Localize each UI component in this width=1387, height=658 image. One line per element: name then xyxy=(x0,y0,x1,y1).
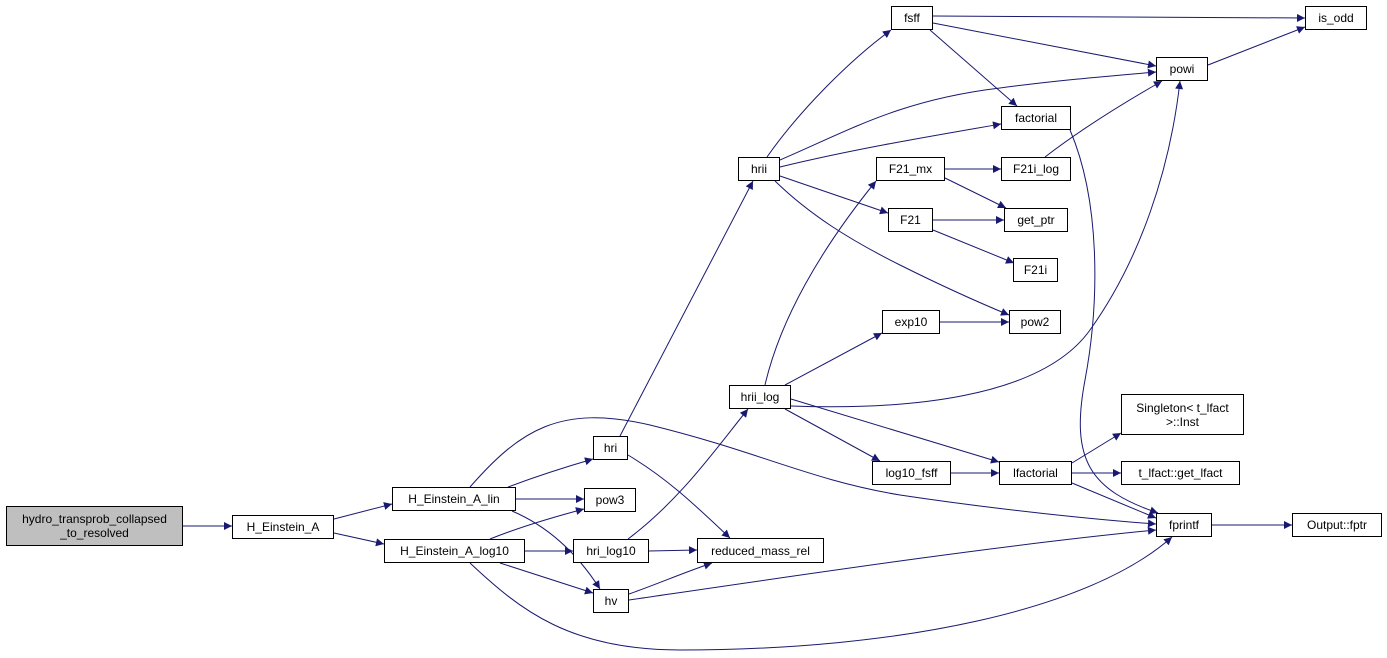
node-label: reduced_mass_rel xyxy=(711,543,810,558)
edge-factorial-to-fprintf xyxy=(1069,129,1159,515)
edge-powi-to-is-odd xyxy=(1207,26,1306,66)
edge-lin-to-hri xyxy=(507,457,594,488)
node-hri-log10[interactable]: hri_log10 xyxy=(573,539,649,563)
node-hydro-transprob-collapsed-to-resolved: hydro_transprob_collapsed _to_resolved xyxy=(6,506,183,546)
node-label: hri xyxy=(603,441,618,455)
node-f21-mx[interactable]: F21_mx xyxy=(876,157,945,181)
node-label: F21 xyxy=(900,213,921,227)
edge-hrii-to-pow2 xyxy=(774,180,1010,316)
edge-hri-to-reduced-mass xyxy=(627,454,731,539)
edge-hrii-log-to-log10-fsff xyxy=(784,408,881,462)
edge-hrii-log-to-powi xyxy=(790,80,1184,408)
node-h-einstein-a-lin[interactable]: H_Einstein_A_lin xyxy=(392,487,516,511)
edge-hrii-to-fsff xyxy=(766,29,892,158)
edge-f21-mx-to-get-ptr xyxy=(944,177,1007,209)
edge-hrii-log-to-f21-mx xyxy=(764,180,877,386)
node-label: H_Einstein_A_log10 xyxy=(400,544,509,558)
edge-hv-to-fprintf xyxy=(628,526,1157,601)
node-lfactorial[interactable]: lfactorial xyxy=(999,461,1072,485)
node-get-ptr[interactable]: get_ptr xyxy=(1004,208,1068,232)
node-label: hydro_transprob_collapsed _to_resolved xyxy=(22,512,167,540)
node-label: exp10 xyxy=(894,315,928,329)
node-singleton-t-lfact-inst[interactable]: Singleton< t_lfact >::Inst xyxy=(1121,394,1244,435)
edge-lfactorial-to-singleton xyxy=(1071,432,1122,464)
node-pow2[interactable]: pow2 xyxy=(1009,310,1061,334)
node-output-fptr[interactable]: Output::fptr xyxy=(1292,513,1382,537)
edge-lfactorial-to-fprintf xyxy=(1071,482,1157,519)
edge-fsff-to-factorial xyxy=(929,29,1018,107)
edge-h-einstein-a-to-lin xyxy=(333,502,393,520)
edge-hrii-to-f21 xyxy=(779,175,889,215)
node-label: get_ptr xyxy=(1017,213,1055,227)
edge-hri-to-hrii xyxy=(619,180,754,437)
node-label: F21i xyxy=(1023,263,1048,277)
node-factorial[interactable]: factorial xyxy=(1001,106,1071,130)
node-hri[interactable]: hri xyxy=(593,436,628,460)
edge-log10-to-fprintf xyxy=(469,536,1173,651)
edge-hrii-to-factorial xyxy=(779,121,1002,168)
node-hrii-log[interactable]: hrii_log xyxy=(729,385,791,409)
edge-f21i-log-to-powi xyxy=(1044,80,1163,158)
node-label: t_lfact::get_lfact xyxy=(1138,466,1223,480)
node-label: fsff xyxy=(904,11,920,25)
node-hrii[interactable]: hrii xyxy=(738,157,780,181)
node-label: hrii_log xyxy=(740,390,780,404)
edge-hrii-log-to-lfactorial xyxy=(790,398,1000,464)
node-label: H_Einstein_A xyxy=(246,520,320,534)
edge-fsff-to-is-odd xyxy=(932,13,1306,22)
node-label: H_Einstein_A_lin xyxy=(408,492,500,506)
node-f21i-log[interactable]: F21i_log xyxy=(1001,157,1071,181)
edge-hri-log10-to-reduced-mass xyxy=(648,546,698,555)
node-h-einstein-a-log10[interactable]: H_Einstein_A_log10 xyxy=(384,539,525,563)
edge-log10-to-hv xyxy=(499,562,594,595)
node-label: Singleton< t_lfact >::Inst xyxy=(1136,400,1229,429)
node-f21[interactable]: F21 xyxy=(888,208,933,232)
edge-log10-to-pow3 xyxy=(489,507,585,540)
node-label: factorial xyxy=(1014,111,1058,125)
node-label: hrii xyxy=(750,162,767,176)
node-log10-fsff[interactable]: log10_fsff xyxy=(872,461,951,485)
edge-f21-to-f21i xyxy=(932,229,1015,264)
node-reduced-mass-rel[interactable]: reduced_mass_rel xyxy=(697,538,824,563)
edge-hv-to-reduced-mass xyxy=(628,561,713,595)
node-label: fprintf xyxy=(1168,518,1199,532)
node-label: F21_mx xyxy=(888,162,933,176)
edge-hrii-log-to-exp10 xyxy=(784,332,883,386)
node-t-lfact-get-lfact[interactable]: t_lfact::get_lfact xyxy=(1121,461,1240,485)
node-hv[interactable]: hv xyxy=(593,589,629,613)
node-label: pow3 xyxy=(595,493,625,507)
node-is-odd[interactable]: is_odd xyxy=(1305,6,1367,30)
node-powi[interactable]: powi xyxy=(1156,57,1208,81)
node-exp10[interactable]: exp10 xyxy=(882,310,940,334)
node-label: F21i_log xyxy=(1012,162,1060,176)
node-label: pow2 xyxy=(1020,315,1050,329)
edge-hrii-to-powi xyxy=(779,68,1157,161)
edge-hri-log10-to-hrii-log xyxy=(627,408,749,540)
node-h-einstein-a[interactable]: H_Einstein_A xyxy=(232,515,334,539)
node-label: Output::fptr xyxy=(1306,518,1368,532)
node-label: powi xyxy=(1169,62,1195,76)
node-label: log10_fsff xyxy=(885,466,938,480)
node-label: hv xyxy=(604,594,618,608)
node-label: hri_log10 xyxy=(586,544,636,558)
node-fprintf[interactable]: fprintf xyxy=(1156,513,1212,537)
edge-fsff-to-powi xyxy=(932,22,1157,69)
edge-lin-to-hv xyxy=(511,510,601,590)
edge-h-einstein-a-to-log10 xyxy=(333,532,385,547)
edge-lin-to-fprintf xyxy=(469,417,1157,528)
node-fsff[interactable]: fsff xyxy=(891,6,933,30)
node-f21i[interactable]: F21i xyxy=(1013,258,1058,282)
node-pow3[interactable]: pow3 xyxy=(584,488,636,512)
node-label: is_odd xyxy=(1318,11,1354,25)
node-label: lfactorial xyxy=(1013,466,1058,480)
